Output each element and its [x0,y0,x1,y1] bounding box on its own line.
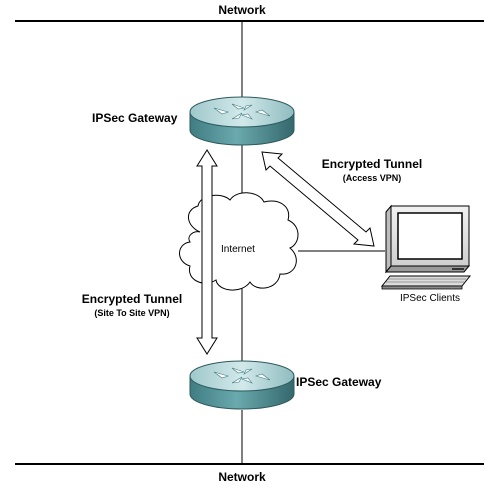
router-icon [189,96,295,146]
network-bottom-label: Network [218,470,266,484]
internet-label: Internet [221,244,255,255]
tunnel-access-title: Encrypted Tunnel [321,157,423,171]
router-icon [189,360,295,410]
gateway-top-label: IPSec Gateway [92,111,178,125]
double-arrow [261,151,375,247]
tunnel-site-title: Encrypted Tunnel [81,292,183,306]
cloud-icon [179,192,299,291]
double-arrow [196,149,218,355]
tunnel-site-subtitle: (Site To Site VPN) [94,308,170,318]
clients-label: IPSec Clients [399,293,461,304]
tunnel-access-subtitle: (Access VPN) [342,173,402,183]
gateway-bottom-label: IPSec Gateway [296,375,382,389]
computer-icon [380,204,472,290]
network-top-label: Network [218,3,266,17]
